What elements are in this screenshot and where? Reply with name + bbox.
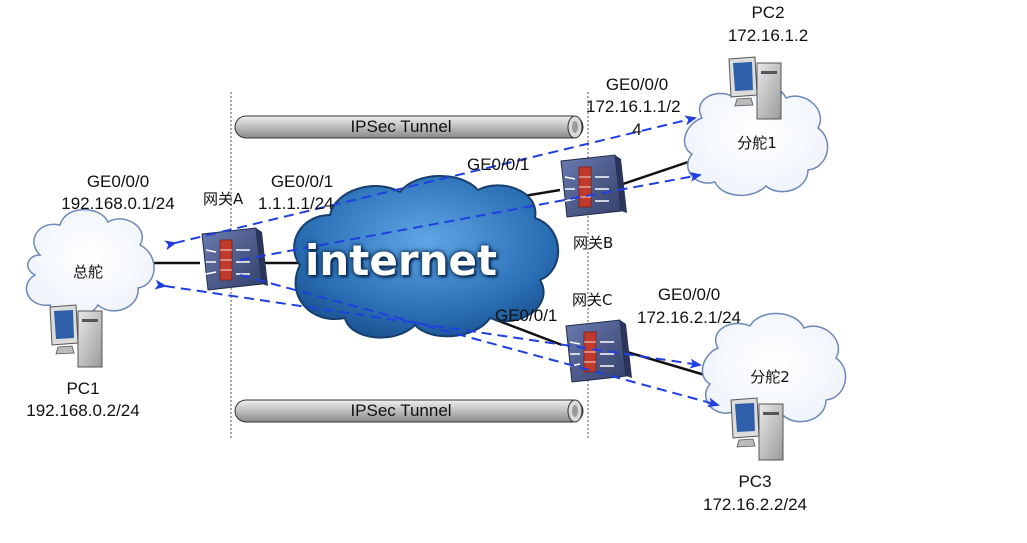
flow-hq-to-branch2 (154, 279, 702, 369)
gateway-b-label: 网关B (573, 234, 614, 252)
gateway-a-outside-interface: GE0/0/1 (270, 172, 334, 191)
internet-label: internet (305, 236, 498, 285)
pc2-name: PC2 (751, 3, 785, 22)
tunnel-top-label: IPSec Tunnel (350, 117, 452, 136)
pc3-computer-icon[interactable] (730, 397, 784, 461)
pc1-name: PC1 (66, 379, 100, 398)
gateway-a-label: 网关A (203, 190, 244, 208)
gateway-c-inside-ip: 172.16.2.1/24 (637, 308, 741, 327)
gateway-b-outside-interface: GE0/0/1 (467, 155, 530, 174)
flow-branch1-return (239, 171, 702, 261)
gateway-c-label: 网关C (572, 291, 613, 309)
cloud-hq-label: 总舵 (72, 263, 104, 281)
flow-hq-to-branch1 (164, 115, 697, 251)
tunnel-bottom-label: IPSec Tunnel (350, 401, 452, 420)
gateway-a-outside-ip: 1.1.1.1/24 (258, 194, 334, 213)
gateway-a-inside-ip: 192.168.0.1/24 (61, 194, 175, 213)
flow-branch2-return (239, 274, 720, 408)
pc1-computer-icon[interactable] (49, 304, 103, 368)
gateway-b-inside-interface: GE0/0/0 (605, 75, 669, 94)
cloud-hq (25, 208, 155, 319)
tunnel-flow-arrows (154, 115, 720, 408)
ipsec-tunnel-bottom (234, 399, 584, 423)
pc1-ip: 192.168.0.2/24 (26, 401, 140, 420)
gateway-c-outside-interface: GE0/0/1 (495, 306, 558, 325)
gateway-b-firewall[interactable] (560, 154, 627, 218)
gateway-b-inside-ip-line2: 4 (632, 120, 642, 139)
gateway-c-inside-interface: GE0/0/0 (657, 285, 721, 304)
cloud-branch2-label: 分舵2 (750, 368, 790, 386)
gateway-a-inside-interface: GE0/0/0 (86, 172, 150, 191)
pc2-ip: 172.16.1.2 (727, 26, 809, 45)
gateway-b-inside-ip-line1: 172.16.1.1/2 (586, 97, 681, 116)
pc3-name: PC3 (738, 472, 772, 491)
pc2-computer-icon[interactable] (728, 56, 782, 120)
pc3-ip: 172.16.2.2/24 (703, 495, 807, 514)
cloud-branch1-label: 分舵1 (737, 134, 777, 152)
